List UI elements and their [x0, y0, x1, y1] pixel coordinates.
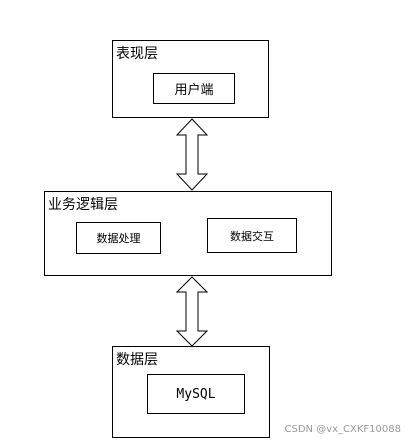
client-box: 用户端: [153, 73, 235, 104]
presentation-layer-title: 表现层: [116, 46, 158, 62]
watermark: CSDN @vx_CXKF10088: [284, 424, 401, 435]
mysql-box: MySQL: [147, 374, 245, 414]
double-arrow-icon: [175, 118, 209, 191]
presentation-layer: 表现层 用户端: [112, 40, 269, 118]
business-logic-layer: 业务逻辑层 数据处理 数据交互: [44, 191, 332, 276]
business-layer-title: 业务逻辑层: [48, 197, 118, 213]
data-interaction-box: 数据交互: [207, 218, 297, 253]
data-layer: 数据层 MySQL: [112, 346, 270, 438]
double-arrow-icon: [175, 276, 209, 347]
data-layer-title: 数据层: [116, 352, 158, 368]
data-processing-box: 数据处理: [76, 222, 161, 254]
